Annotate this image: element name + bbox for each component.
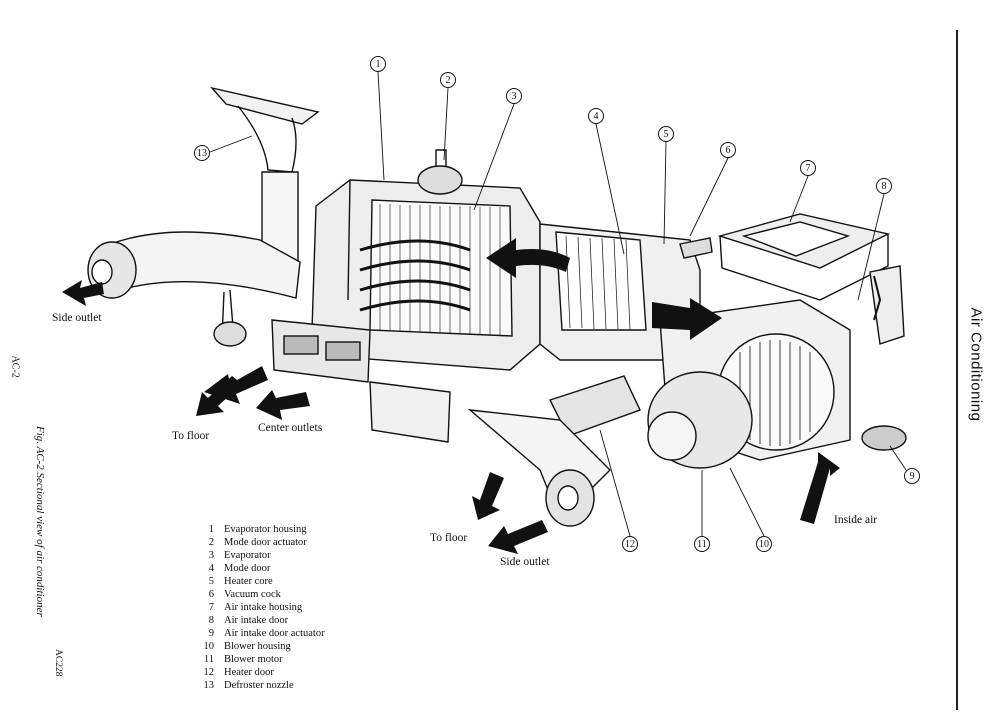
- callout-3: 3: [506, 88, 522, 104]
- label-side-outlet-right: Side outlet: [500, 556, 550, 568]
- margin-rule: [956, 30, 958, 710]
- page-code: AC228: [53, 649, 63, 677]
- label-inside-air: Inside air: [834, 514, 878, 526]
- label-side-outlet-left: Side outlet: [52, 312, 102, 324]
- margin-code: AC-2: [9, 355, 21, 378]
- callout-4: 4: [588, 108, 604, 124]
- label-center-outlets: Center outlets: [258, 422, 323, 434]
- label-to-floor-left: To floor: [172, 430, 210, 442]
- callout-11: 11: [694, 536, 710, 552]
- callout-13: 13: [194, 145, 210, 161]
- callout-7: 7: [800, 160, 816, 176]
- section-title: Air Conditioning: [967, 307, 985, 422]
- callout-8: 8: [876, 178, 892, 194]
- label-to-floor-right: To floor: [430, 532, 468, 544]
- callout-9: 9: [904, 468, 920, 484]
- callout-6: 6: [720, 142, 736, 158]
- callout-12: 12: [622, 536, 638, 552]
- callout-5: 5: [658, 126, 674, 142]
- callout-1: 1: [370, 56, 386, 72]
- figure-caption: Fig. AC-2 Sectional view of air conditio…: [34, 426, 46, 617]
- callout-10: 10: [756, 536, 772, 552]
- callout-2: 2: [440, 72, 456, 88]
